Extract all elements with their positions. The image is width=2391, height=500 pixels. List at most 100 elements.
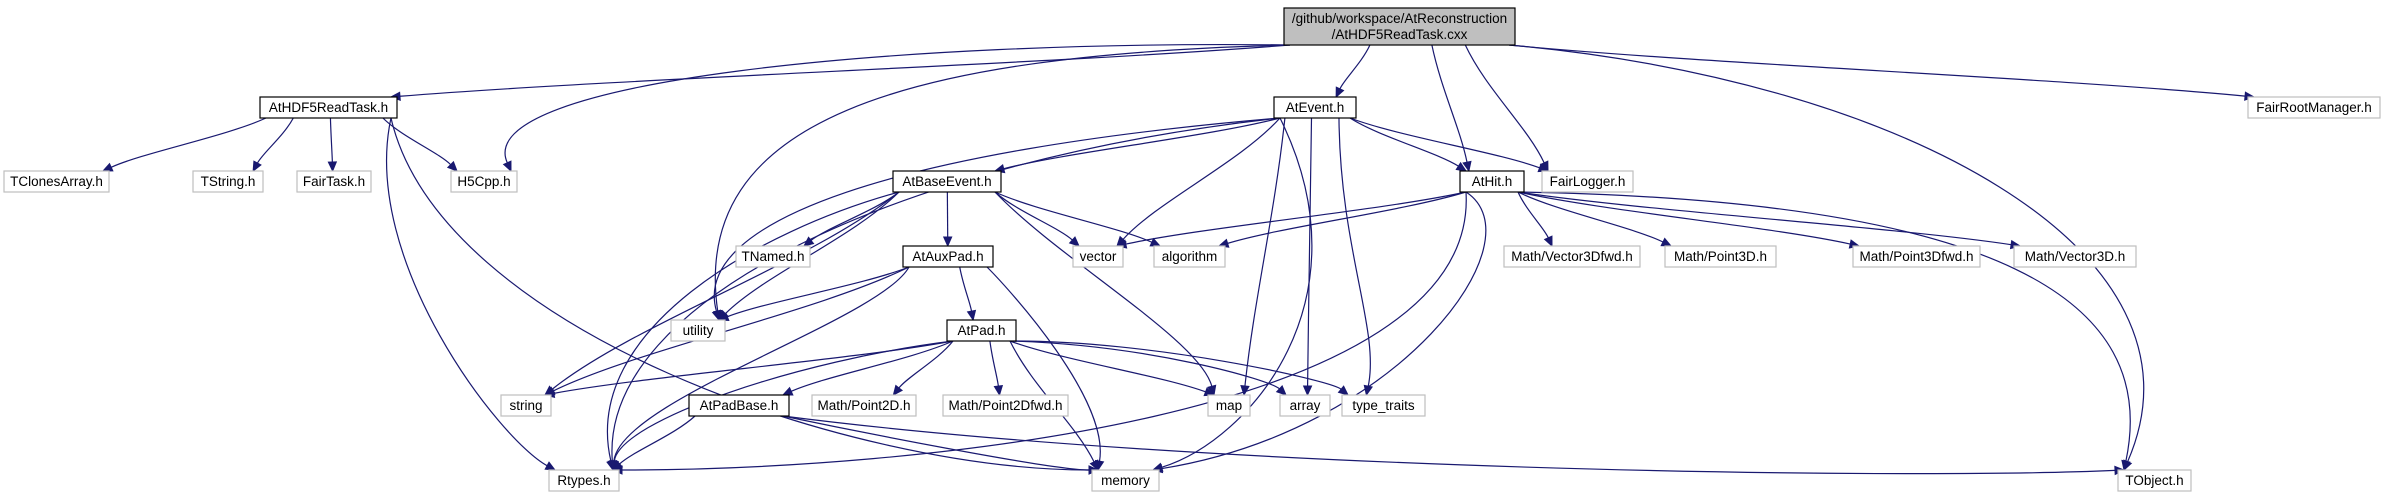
node-AtHit_h[interactable]: AtHit.h (1459, 170, 1525, 193)
edge-arrowhead (327, 161, 338, 173)
node-box[interactable] (892, 170, 1002, 193)
node-label: /github/workspace/AtReconstruction (1292, 11, 1507, 26)
edge-line (613, 266, 910, 462)
node-label: Math/Vector3Dfwd.h (1511, 249, 1633, 264)
node-label: utility (683, 323, 714, 338)
edge-AtHit_h-to-TObject_h (1517, 191, 2131, 472)
edge-AtBaseEvent_h-to-map (994, 191, 1217, 397)
node-AtEvent_h[interactable]: AtEvent.h (1273, 96, 1357, 119)
node-FairLogger_h: FairLogger.h (1541, 170, 1634, 193)
node-label: Math/Point2D.h (817, 398, 910, 413)
edge-line (553, 340, 954, 394)
node-label: AtHDF5ReadTask.h (269, 100, 388, 115)
node-box (3, 170, 110, 193)
edge-root-to-utility (712, 44, 1291, 322)
node-AtAuxPad_h[interactable]: AtAuxPad.h (902, 245, 994, 268)
edge-arrowhead (892, 384, 904, 396)
edge-line (619, 415, 696, 465)
node-box (2013, 245, 2137, 268)
node-label: Math/Point3D.h (1674, 249, 1767, 264)
node-label: AtEvent.h (1286, 100, 1345, 115)
edge-root-to-AtHit_h (1431, 44, 1472, 173)
edge-arrowhead (1543, 235, 1553, 248)
edge-AtEvent_h-to-array (1302, 117, 1313, 397)
node-Math_Vector3D_h: Math/Vector3D.h (2013, 245, 2137, 268)
edge-line (959, 266, 973, 312)
node-box[interactable] (1283, 7, 1516, 46)
edge-AtHDF5ReadTask_h-to-TClonesArray_h (101, 117, 267, 172)
node-label: map (1216, 398, 1242, 413)
node-AtBaseEvent_h[interactable]: AtBaseEvent.h (892, 170, 1002, 193)
node-box (1664, 245, 1777, 268)
node-box (1153, 245, 1226, 268)
node-box (2117, 469, 2192, 492)
node-Math_Point2D_h: Math/Point2D.h (811, 394, 917, 417)
edge-root-to-FairRootManager_h (1508, 44, 2256, 101)
edge-AtEvent_h-to-AtHit_h (1349, 117, 1468, 172)
node-AtPad_h[interactable]: AtPad.h (946, 319, 1017, 342)
edge-AtAuxPad_h-to-AtPad_h (959, 266, 977, 322)
edge-line (613, 340, 954, 462)
edge-line (1508, 44, 2246, 97)
edge-line (994, 191, 1213, 387)
edge-AtHit_h-to-Math_Vector3Dfwd_h (1517, 191, 1553, 248)
node-label: AtPadBase.h (700, 398, 779, 413)
edge-line (1508, 44, 2145, 462)
edge-arrowhead (966, 309, 977, 322)
edge-AtPadBase_h-to-Rtypes_h (612, 415, 696, 471)
node-Math_Point3Dfwd_h: Math/Point3Dfwd.h (1852, 245, 1981, 268)
edge-AtHit_h-to-Math_Point3Dfwd_h (1517, 191, 1861, 249)
node-box (1091, 469, 1160, 492)
node-box (192, 170, 264, 193)
node-box (1541, 170, 1634, 193)
edge-root-to-H5Cpp_h (502, 43, 1291, 173)
edge-line (399, 44, 1291, 97)
edge-arrowhead (803, 236, 815, 247)
edge-AtHDF5ReadTask_h-to-FairTask_h (327, 117, 338, 173)
edge-AtPadBase_h-to-TObject_h (782, 415, 2126, 476)
edge-arrowhead (1207, 384, 1217, 397)
node-AtPadBase_h[interactable]: AtPadBase.h (688, 394, 790, 417)
edge-line (1517, 191, 2131, 462)
node-label: algorithm (1162, 249, 1218, 264)
edge-AtHit_h-to-vector (1115, 191, 1467, 249)
edge-AtPad_h-to-AtPadBase_h (781, 340, 954, 396)
node-label: Math/Vector3D.h (2025, 249, 2126, 264)
edge-line (1431, 44, 1468, 163)
edge-line (1009, 340, 1280, 390)
edge-line (551, 191, 900, 390)
node-label: type_traits (1352, 398, 1415, 413)
node-label: string (509, 398, 542, 413)
node-utility: utility (670, 319, 726, 342)
node-label: FairTask.h (303, 174, 365, 189)
node-AtHDF5ReadTask_h[interactable]: AtHDF5ReadTask.h (259, 96, 398, 119)
edge-AtEvent_h-to-vector (1116, 117, 1281, 247)
edge-AtHit_h-to-Rtypes_h (611, 191, 1467, 475)
edge-line (390, 117, 1090, 471)
node-label: AtBaseEvent.h (902, 174, 991, 189)
edge-arrowhead (1068, 236, 1080, 247)
edge-AtEvent_h-to-memory (1151, 117, 1313, 472)
node-box[interactable] (259, 96, 398, 119)
edge-arrowhead (1660, 237, 1673, 247)
node-box (735, 245, 811, 268)
edge-line (1306, 117, 1313, 387)
edge-arrowhead (544, 461, 557, 471)
node-root[interactable]: /github/workspace/AtReconstruction/AtHDF… (1283, 7, 1516, 46)
node-label: FairRootManager.h (2256, 100, 2372, 115)
edge-line (994, 191, 1153, 243)
node-label: /AtHDF5ReadTask.cxx (1332, 27, 1468, 42)
node-box[interactable] (688, 394, 790, 417)
edge-line (329, 117, 333, 163)
edge-line (1517, 191, 1549, 239)
edge-line (552, 266, 910, 392)
node-box[interactable] (1273, 96, 1357, 119)
node-TClonesArray_h: TClonesArray.h (3, 170, 110, 193)
node-label: Math/Point3Dfwd.h (1859, 249, 1973, 264)
node-box[interactable] (946, 319, 1017, 342)
edge-arrowhead (612, 460, 624, 471)
node-box[interactable] (1459, 170, 1525, 193)
edge-arrowhead (942, 236, 953, 248)
node-label: FairLogger.h (1550, 174, 1626, 189)
node-box[interactable] (902, 245, 994, 268)
